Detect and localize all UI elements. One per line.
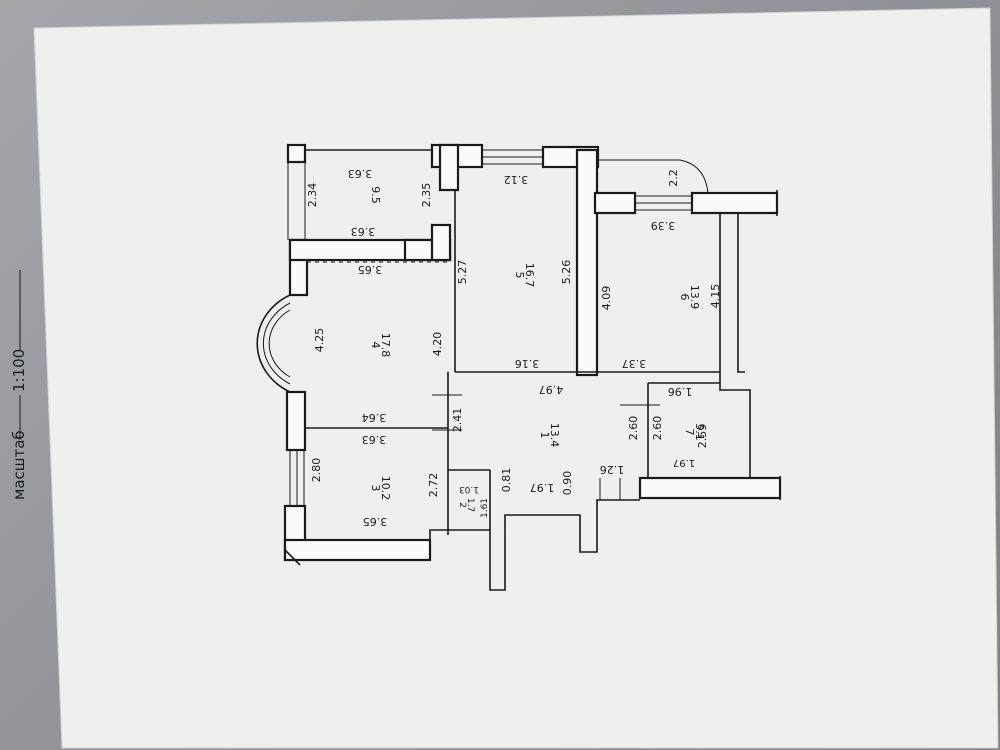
partitions — [256, 149, 720, 535]
room-1-id: 1 — [538, 432, 551, 439]
wall-bottom-left — [283, 538, 432, 562]
exterior-ends — [284, 190, 781, 566]
dim-13: 4.20 — [431, 332, 444, 357]
dim-24: 2.80 — [310, 458, 323, 483]
dim-28: 0.90 — [561, 471, 574, 496]
scale-value: 1:100 — [10, 349, 28, 392]
wall-top-stub — [438, 143, 460, 192]
room-5-area: 16.7 — [523, 263, 536, 288]
dim-25: 2.72 — [427, 473, 440, 498]
dim-15: 3.37 — [622, 357, 647, 370]
dim-7: 3.65 — [358, 263, 383, 276]
dim-12: 4.25 — [313, 328, 326, 353]
room-7-id: 7 — [683, 429, 696, 436]
dim-18: 3.64 — [362, 411, 387, 424]
balcony-arc-right — [597, 159, 709, 194]
dim-33: 3.65 — [363, 515, 388, 528]
room-3-id: 3 — [369, 485, 382, 492]
wall-right-inner — [737, 213, 745, 373]
dim-21: 2.60 — [651, 416, 664, 441]
bay-arc-outer — [256, 294, 291, 393]
room-6-id: 6 — [678, 294, 691, 301]
room-4-id: 4 — [369, 342, 382, 349]
wall-stub-4-5b — [430, 223, 452, 262]
dim-19: 2.41 — [451, 408, 464, 433]
room-4-area: 17.8 — [379, 333, 392, 358]
room-labels: 113.4 21.7 310.2 417.8 516.7 613.9 75.1 … — [369, 186, 706, 512]
balcony-area: 9.5 — [369, 186, 382, 204]
dim-17: 1.96 — [668, 385, 693, 398]
dim-14: 3.16 — [515, 357, 540, 370]
dim-8: 5.27 — [456, 260, 469, 285]
end-bottom-left — [284, 549, 301, 566]
wall-top-seg3 — [593, 191, 637, 215]
bay-arc-mid — [262, 302, 291, 385]
dim-1: 2.34 — [306, 183, 319, 208]
dim-3: 3.63 — [351, 225, 376, 238]
dim-23: 3.63 — [362, 433, 387, 446]
wall-corner-tl — [286, 143, 307, 164]
wall-5-6 — [575, 148, 599, 377]
dim-2: 2.35 — [420, 183, 433, 208]
dim-0: 3.63 — [348, 167, 373, 180]
room-3-area: 10.2 — [379, 476, 392, 501]
dim-5: 2.2 — [667, 169, 680, 187]
dim-32: 1.61 — [480, 498, 490, 518]
dim-30: 1.97 — [673, 457, 695, 468]
room-2-id: 2 — [457, 502, 467, 508]
wall-right-top — [690, 191, 779, 215]
scale-label: масштаб 1:100 — [10, 270, 28, 500]
dim-9: 5.26 — [560, 260, 573, 285]
dim-31: 1.03 — [459, 484, 479, 494]
dimension-labels: 3.63 2.34 2.35 3.63 3.12 2.2 3.39 3.65 5… — [306, 167, 722, 528]
dim-16: 4.97 — [539, 383, 564, 396]
bay-arc-inner — [268, 309, 291, 378]
paper — [34, 8, 998, 748]
wall-bottom-notch — [429, 499, 640, 591]
room-7-area: 5.1 — [693, 423, 706, 441]
room-1-area: 13.4 — [548, 423, 561, 448]
dim-20: 2.60 — [627, 416, 640, 441]
dim-29: 1.26 — [600, 463, 625, 476]
wall-bottom-right — [638, 476, 782, 500]
dim-6: 3.39 — [651, 219, 676, 232]
room-2-area: 1.7 — [465, 498, 475, 512]
dim-22: 2.59 — [696, 424, 709, 449]
room-5-id: 5 — [513, 272, 526, 279]
dim-10: 4.09 — [600, 286, 613, 311]
scale-label-text: масштаб — [10, 430, 28, 500]
wall-left-mid — [285, 390, 307, 452]
dim-26: 0.81 — [500, 468, 513, 493]
dim-11: 4.15 — [709, 284, 722, 309]
paper-shade — [33, 7, 999, 749]
dim-27: 1.97 — [530, 481, 555, 494]
room-6-area: 13.9 — [688, 285, 701, 310]
dim-4: 3.12 — [504, 173, 529, 186]
